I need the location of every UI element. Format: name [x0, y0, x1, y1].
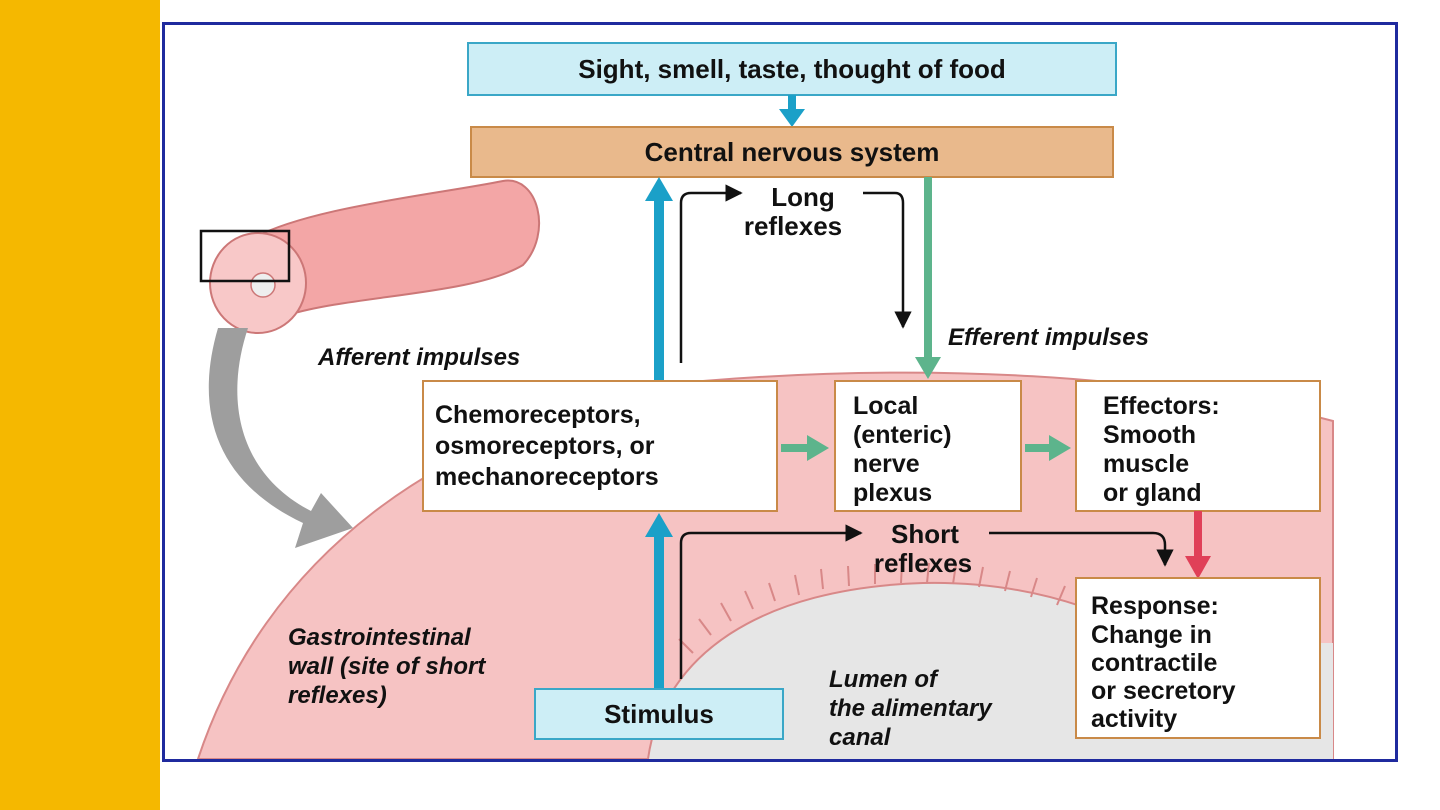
cns-label: Central nervous system — [645, 137, 940, 167]
lumen-label-3: canal — [829, 724, 892, 751]
efferent-impulses-label: Efferent impulses — [948, 324, 1149, 351]
plexus-line-2: (enteric) — [853, 421, 952, 449]
receptors-box — [422, 380, 778, 512]
response-line-1: Change in — [1091, 621, 1212, 649]
response-line-3: or secretory — [1091, 677, 1236, 705]
receptors-line-3: mechanoreceptors — [435, 463, 659, 491]
afferent-impulses-label: Afferent impulses — [317, 344, 520, 371]
gi-wall-label-1: Gastrointestinal — [288, 624, 472, 651]
short-reflexes-label-1: Short — [891, 519, 959, 549]
response-title: Response: — [1091, 592, 1219, 620]
receptors-line-1: Chemoreceptors, — [435, 401, 641, 429]
receptors-line-2: osmoreceptors, or — [435, 432, 655, 460]
sensory-input-label: Sight, smell, taste, thought of food — [578, 54, 1006, 84]
response-box — [1075, 577, 1321, 739]
slide-accent-bar — [0, 0, 160, 810]
villi-fringe — [678, 562, 1066, 654]
lumen-label-2: the alimentary — [829, 695, 993, 722]
long-reflex-line — [679, 184, 743, 363]
effectors-line-2: muscle — [1103, 450, 1189, 478]
gi-wall-label-2: wall (site of short — [288, 653, 486, 680]
enteric-plexus-box — [834, 380, 1022, 512]
short-reflex-line — [679, 524, 863, 679]
intestine-tube-illustration — [199, 179, 540, 334]
long-reflexes-label-2: reflexes — [744, 211, 842, 241]
response-line-2: contractile — [1091, 649, 1218, 677]
short-reflexes-label-2: reflexes — [874, 548, 972, 578]
stimulus-box — [534, 688, 784, 740]
diagram-frame: Sight, smell, taste, thought of food Cen… — [162, 22, 1398, 762]
stimulus-label: Stimulus — [604, 699, 714, 729]
sensory-input-box — [467, 42, 1117, 96]
plexus-line-1: Local — [853, 392, 918, 420]
lumen-label-1: Lumen of — [829, 666, 939, 693]
cns-box — [470, 126, 1114, 178]
zoom-arrow — [208, 328, 353, 548]
plexus-line-4: plexus — [853, 479, 932, 507]
plexus-line-3: nerve — [853, 450, 920, 478]
response-line-4: activity — [1091, 705, 1177, 733]
zoom-box — [199, 229, 291, 283]
long-reflexes-label-1: Long — [771, 182, 835, 212]
effectors-box — [1075, 380, 1321, 512]
effectors-line-1: Smooth — [1103, 421, 1196, 449]
digestive-reflex-diagram: Sight, smell, taste, thought of food Cen… — [196, 42, 1334, 759]
effectors-line-3: or gland — [1103, 479, 1202, 507]
gi-wall-label-3: reflexes) — [288, 682, 387, 709]
effectors-title: Effectors: — [1103, 392, 1220, 420]
